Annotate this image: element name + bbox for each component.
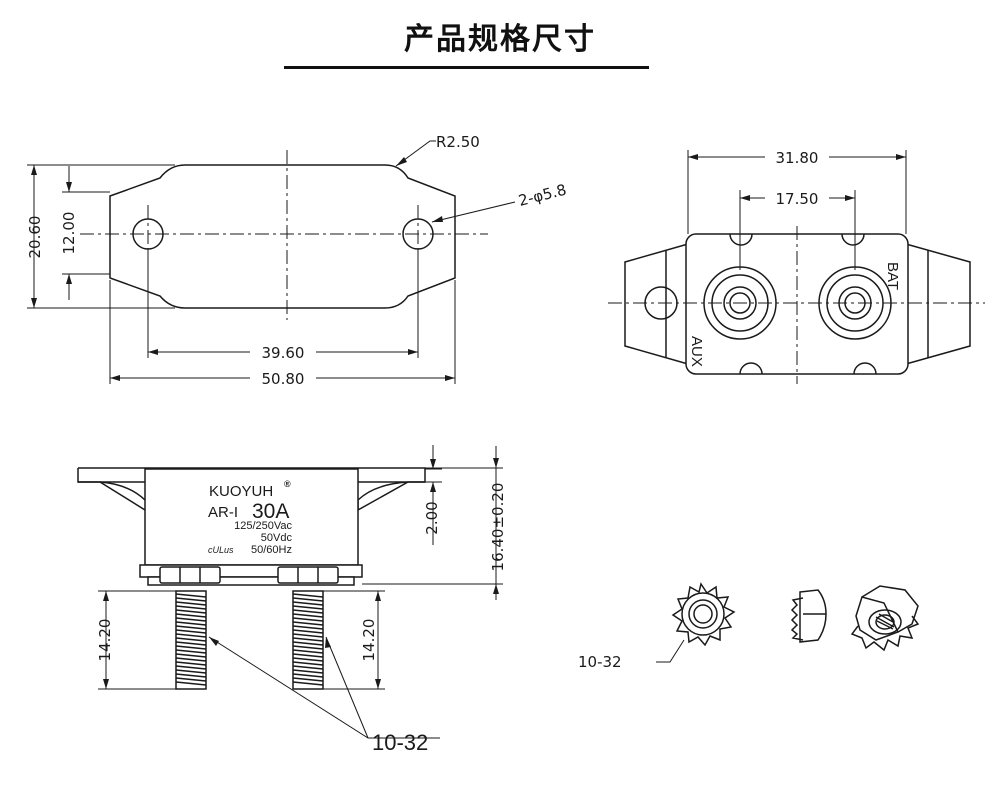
ol [723,286,757,320]
hole-leader [431,201,516,223]
ol [853,362,877,375]
end-view-ear-left [624,243,689,365]
arrow [493,458,499,468]
arrow [110,375,120,381]
lock-nut-teeth [671,582,736,647]
nut-thread-label: 10-32 [578,653,622,671]
arrow [375,591,381,601]
rect [250,368,316,386]
stud-right-length-label: 14.20 [360,619,378,662]
arrow [66,182,72,192]
ol [841,233,865,246]
olf [147,576,355,586]
nut-leader [656,639,685,663]
flange-height-label: 2.00 [423,501,441,534]
side-view-body [144,468,359,566]
end-view: BAT AUX 31.80 17.50 [608,146,985,384]
arrow [375,679,381,689]
thread-label: 10-32 [372,730,428,755]
hole-label: 2-φ5.8 [517,181,569,210]
rating-label: 30A [252,500,289,523]
hole-spacing-label: 39.60 [262,344,305,362]
arrow [896,154,906,160]
width-overall-label: 50.80 [262,370,305,388]
arrow [493,584,499,594]
ol [799,589,827,643]
arrow [430,482,436,492]
arrow [408,349,418,355]
cert-mark: cULus [208,545,234,555]
registered-mark: ® [284,479,291,489]
arrow [688,154,698,160]
ol [99,481,146,511]
rect [765,146,829,166]
arrow [66,274,72,284]
base-nut-right [277,566,339,584]
hole-arrow [432,216,443,222]
terminal-bat-label: BAT [884,262,901,290]
spec-freq-label: 50/60Hz [251,544,292,556]
ol [729,233,753,246]
ol [855,596,900,641]
thread [175,593,207,686]
thread-leader-right [325,636,369,739]
ol [850,615,920,652]
radius-leader [395,140,436,167]
thread [292,593,324,686]
end-width-label: 31.80 [776,149,819,167]
ol [688,599,718,629]
page-title: 产品规格尺寸 [404,22,596,57]
ol [681,592,725,636]
top-view: R2.50 2-φ5.8 20.60 12.00 39.60 [26,133,568,388]
end-view-ear-right [905,243,971,365]
ol [868,609,902,635]
brand-label: KUOYUH [209,483,273,500]
title-underline [284,66,649,69]
rect [765,188,829,208]
lock-nut-iso [850,585,920,652]
lock-nut-side [790,589,827,643]
cert-logo: cULus [208,545,234,555]
ol [77,468,146,501]
stud-right [292,590,324,690]
stud-left-length-label: 14.20 [96,619,114,662]
ol [693,604,713,624]
body-height-label: 16.40±0.20 [489,483,507,572]
arrow [430,459,436,469]
lock-nut-front [671,582,736,647]
arrow [445,375,455,381]
ol [729,292,751,314]
height-overall-label: 20.60 [26,216,44,259]
arrow [845,195,855,201]
arrow [209,637,219,646]
radius-arrow [396,157,407,166]
ol [875,614,895,630]
base-nut-left [159,566,221,584]
arrow [31,298,37,308]
thread-leader-left [208,636,440,739]
top-view-outline [109,164,456,309]
side-view: KUOYUH ® AR-I 30A 125/250Vac 50Vdc 50/60… [77,445,507,755]
arrow [740,195,750,201]
ol [861,585,919,633]
rect [250,340,316,360]
spec-dc-label: 50Vdc [261,532,293,544]
ol [790,597,804,641]
spec-ac-label: 125/250Vac [234,520,292,532]
stud-left [175,590,207,690]
thread [875,613,895,630]
ol [739,362,763,375]
nut-views: 10-32 [578,582,920,671]
arrow [103,591,109,601]
arrow [148,349,158,355]
terminal-spacing-label: 17.50 [776,190,819,208]
arrow [325,637,331,648]
height-inner-label: 12.00 [60,212,78,255]
terminal-aux-label: AUX [688,336,705,367]
model-label: AR-I [208,504,238,521]
arrow [103,679,109,689]
arrow [31,165,37,175]
radius-label: R2.50 [436,133,480,151]
